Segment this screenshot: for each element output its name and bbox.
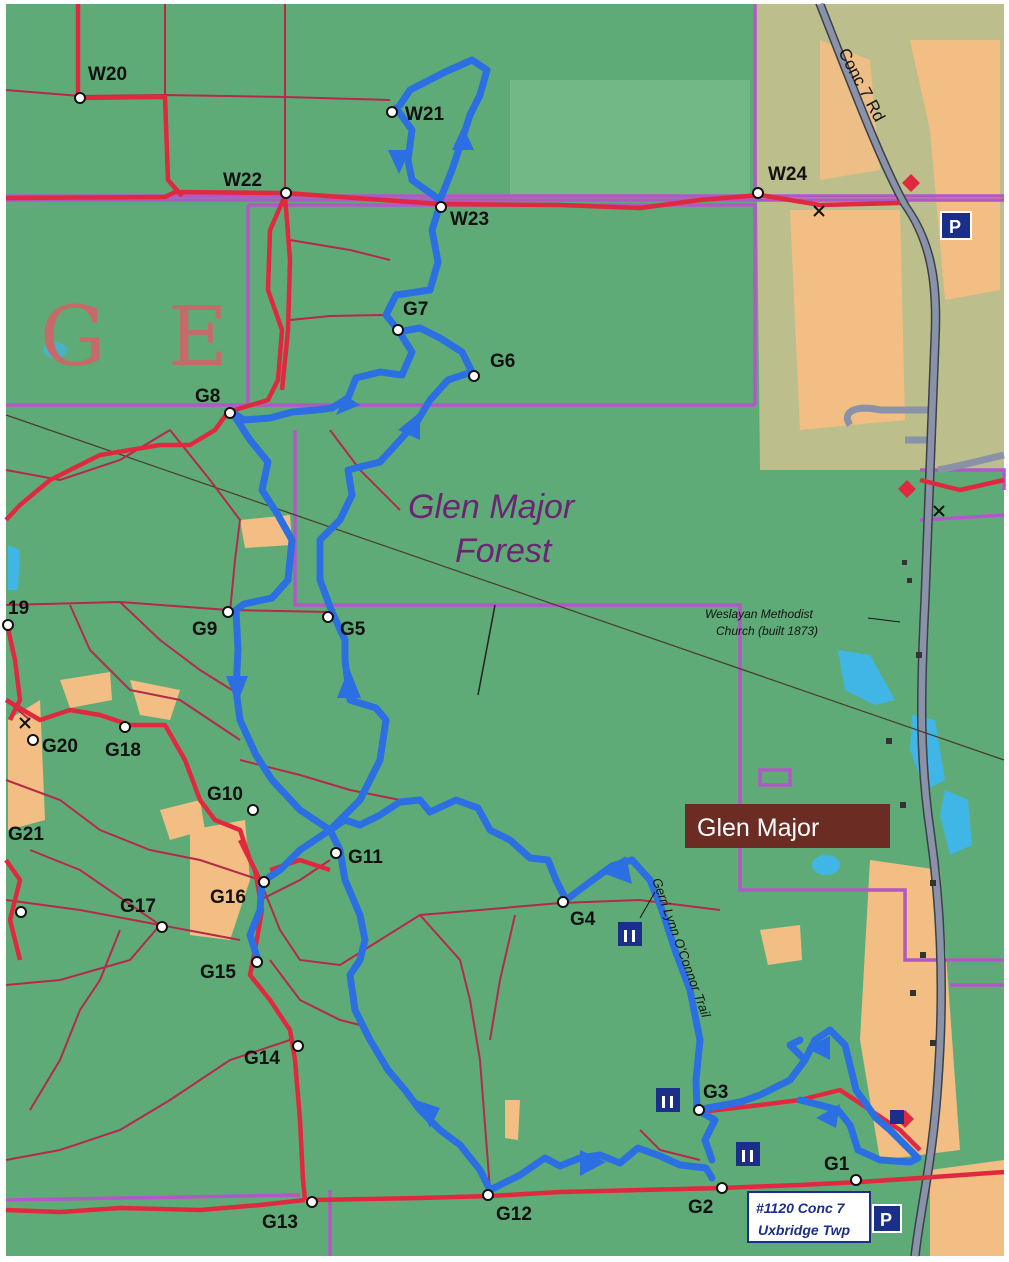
waypoint-w23: W23 [450,209,489,230]
parking-icon: P [872,1204,902,1233]
address-line-2: Uxbridge Twp [758,1222,850,1238]
hydro-line [5,414,1005,761]
waypoint-g13: G13 [262,1212,298,1233]
waypoint-g3: G3 [703,1082,728,1103]
washroom-icon [618,922,904,1166]
address-box [747,1191,871,1243]
waypoint-g2: G2 [688,1197,713,1218]
forest-name-line-1: Glen Major [408,488,576,526]
concession-road [816,2,1005,1257]
village-label: Glen Major [697,814,819,842]
waypoint-g8: G8 [195,386,220,407]
village-label-box [685,804,890,848]
waypoint-g5: G5 [340,619,366,640]
property-boundaries [5,4,1006,1256]
waypoint-g14: G14 [244,1048,280,1069]
waypoint-g4: G4 [570,909,596,930]
waypoint-19: 19 [8,598,29,619]
gate-markers [19,205,945,729]
building-markers [886,560,936,1046]
open-field-patches [8,40,1004,1256]
waypoint-g12: G12 [496,1204,532,1225]
waypoint-g20: G20 [42,736,78,757]
church-leader [867,617,901,623]
washroom-glyph [624,930,753,1162]
region-letter-g: G [40,290,106,385]
forest-label-leader [477,604,496,696]
road-edge [815,3,947,1257]
waypoint-g15: G15 [200,962,236,983]
parking-icon: P [940,211,972,240]
waypoint-g6: G6 [490,351,515,372]
waypoint-w24: W24 [768,164,808,185]
waypoint-g1: G1 [824,1154,850,1175]
address-line-1: #1120 Conc 7 [756,1200,846,1216]
light-clearing [510,80,750,195]
waypoint-w22: W22 [223,170,262,191]
trail-leader [639,891,656,919]
waypoint-w20: W20 [88,64,127,85]
forest-name-line-2: Forest [455,532,553,570]
waypoint-g10: G10 [207,784,243,805]
waypoint-g18: G18 [105,740,141,761]
trail-junction-marker [2,92,862,1208]
svg-text:P: P [949,217,961,237]
church-label-line-1: Weslayan Methodist [705,607,813,621]
region-letter-e: E [168,290,228,385]
direction-arrow-icon [226,126,840,1176]
church-label-line-2: Church (built 1873) [716,624,818,638]
waypoint-w21: W21 [405,104,445,125]
waypoint-g11: G11 [348,847,383,868]
waypoint-g21: G21 [8,824,44,845]
waypoint-g16: G16 [210,887,246,908]
waypoint-labels: W20 W21 W22 W23 W24 G7 G6 G8 G9 G5 19 G2… [8,64,850,1233]
blue-hike-route [228,56,922,1194]
waypoint-g7: G7 [403,299,428,320]
svg-text:P: P [880,1210,892,1230]
waypoint-g17: G17 [120,896,156,917]
waypoint-g9: G9 [192,619,217,640]
